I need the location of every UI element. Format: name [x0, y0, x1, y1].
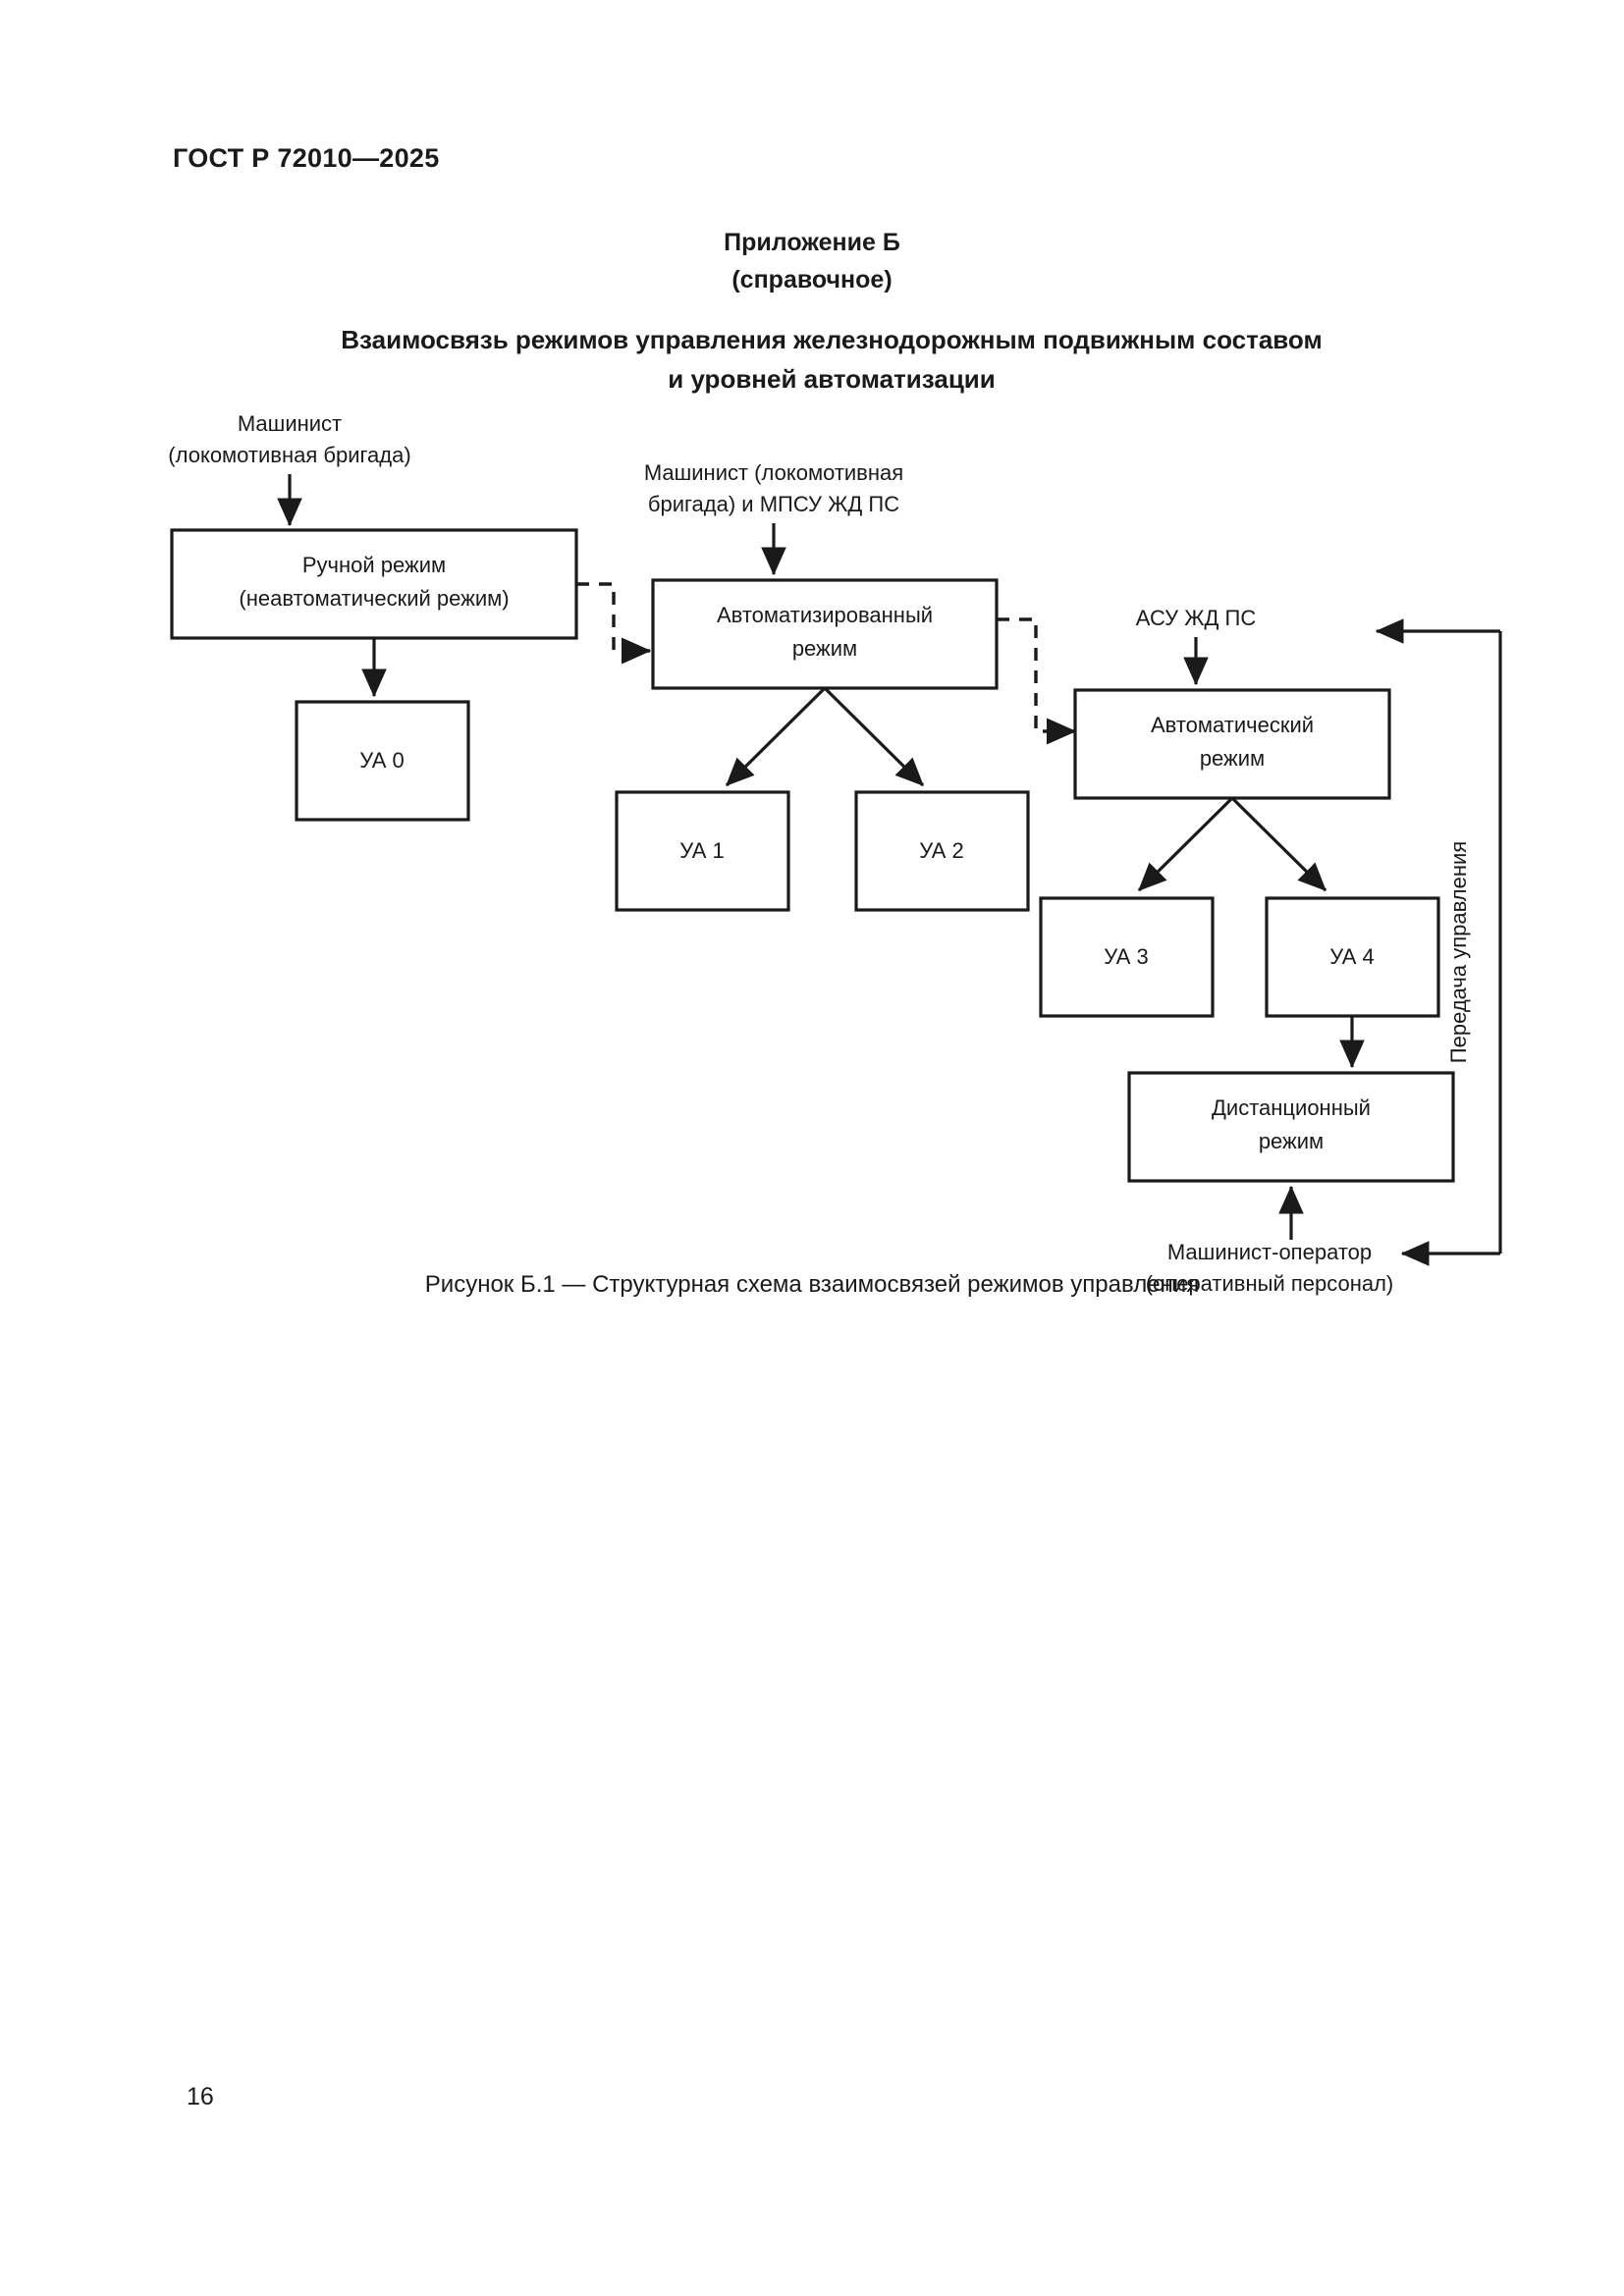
arrow-automatic-to-ua3 [1137, 796, 1234, 892]
node-ua2 [854, 790, 1030, 912]
running-header: ГОСТ Р 72010—2025 [173, 143, 440, 173]
arrow-automated-to-automatic [997, 617, 1077, 745]
annex-subtitle: (справочное) [731, 266, 893, 294]
external-label-control-transfer: Передача управления [1446, 841, 1471, 1063]
node-automatic-mode-line-1: Автоматический [1151, 713, 1314, 737]
external-label-driver-mpsu-line-1: Машинист (локомотивная [644, 460, 903, 485]
node-manual-mode-line-1: Ручной режим [302, 553, 446, 577]
figure-caption: Рисунок Б.1 — Структурная схема взаимосв… [424, 1271, 1200, 1298]
node-automated-mode-line-1: Автоматизированный [717, 603, 933, 627]
node-remote-mode-line-2: режим [1259, 1129, 1324, 1153]
annex-title-block: Приложение Б (справочное) [0, 224, 1624, 298]
external-label-asu: АСУ ЖД ПС [1136, 606, 1257, 630]
node-ua3-label: УА 3 [1104, 944, 1149, 969]
node-remote-mode [1127, 1071, 1455, 1183]
arrow-automated-to-ua1 [725, 686, 827, 787]
node-ua1 [615, 790, 790, 912]
external-label-operator-line-2: (оперативный персонал) [1146, 1271, 1394, 1296]
node-manual-mode-line-2: (неавтоматический режим) [239, 586, 509, 611]
node-ua0 [295, 700, 470, 822]
annex-title: Приложение Б [724, 229, 900, 256]
external-label-driver-crew-line-1: Машинист [238, 411, 342, 436]
external-label-operator-line-1: Машинист-оператор [1167, 1240, 1372, 1264]
node-ua4 [1265, 896, 1440, 1018]
external-label-driver-mpsu-line-2: бригада) и МПСУ ЖД ПС [648, 492, 899, 516]
section-heading-line-1: Взаимосвязь режимов управления железнодо… [341, 325, 1323, 354]
node-automated-mode-line-2: режим [792, 636, 857, 661]
page-number: 16 [187, 2083, 214, 2110]
structural-diagram: Машинист (локомотивная бригада) Ручной р… [147, 407, 1522, 1296]
node-manual-mode [170, 528, 578, 640]
node-ua4-label: УА 4 [1329, 944, 1375, 969]
arrow-automated-to-ua2 [823, 686, 925, 787]
node-automatic-mode-line-2: режим [1200, 746, 1265, 771]
external-label-driver-crew-line-2: (локомотивная бригада) [168, 443, 410, 467]
node-automatic-mode [1073, 688, 1391, 800]
node-ua1-label: УА 1 [679, 838, 725, 863]
node-ua3 [1039, 896, 1215, 1018]
section-heading: Взаимосвязь режимов управления железнодо… [167, 320, 1496, 399]
node-remote-mode-line-1: Дистанционный [1212, 1095, 1371, 1120]
node-ua2-label: УА 2 [919, 838, 964, 863]
node-automated-mode [651, 578, 999, 690]
arrow-automatic-to-ua4 [1230, 796, 1327, 892]
section-heading-line-2: и уровней автоматизации [668, 364, 996, 394]
arrow-manual-to-automated [576, 582, 652, 665]
node-ua0-label: УА 0 [359, 748, 405, 773]
